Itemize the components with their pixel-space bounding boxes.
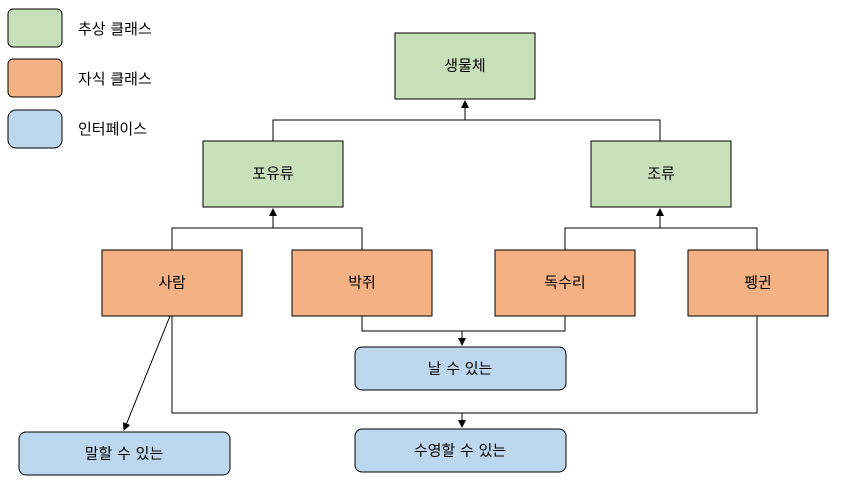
legend-item-abstract: 추상 클래스 (7, 8, 152, 48)
node-human: 사람 (101, 249, 243, 317)
connector-human-penguin (171, 316, 758, 414)
legend-item-interface: 인터페이스 (7, 109, 147, 149)
node-mammal-label: 포유류 (252, 165, 294, 183)
node-eagle: 독수리 (494, 249, 636, 317)
connector-human-bat (171, 227, 363, 250)
node-bat: 박쥐 (291, 249, 433, 317)
connector-mammal-bird (272, 119, 661, 141)
legend: 추상 클래스 자식 클래스 인터페이스 (7, 8, 152, 149)
node-eagle-label: 독수리 (544, 274, 585, 292)
connector-bat-eagle (361, 316, 566, 332)
legend-item-child: 자식 클래스 (7, 58, 152, 98)
connectors (122, 100, 758, 431)
node-can-fly: 날 수 있는 (354, 346, 567, 391)
connector-to-can-talk (122, 315, 171, 431)
legend-label-child: 자식 클래스 (78, 70, 152, 88)
connector-eagle-penguin (564, 227, 758, 250)
node-can-fly-label: 날 수 있는 (428, 360, 493, 378)
node-can-swim-label: 수영할 수 있는 (414, 442, 507, 460)
legend-swatch-interface (7, 109, 63, 149)
legend-label-interface: 인터페이스 (78, 120, 147, 138)
node-mammal: 포유류 (202, 140, 344, 208)
node-organism-label: 생물체 (444, 57, 485, 75)
node-bird-label: 조류 (647, 165, 675, 183)
legend-swatch-abstract (7, 8, 63, 48)
node-human-label: 사람 (158, 274, 186, 292)
node-bat-label: 박쥐 (348, 274, 376, 292)
node-can-talk-label: 말할 수 있는 (85, 445, 164, 463)
legend-swatch-child (7, 58, 63, 98)
node-penguin-label: 펭귄 (744, 274, 772, 292)
node-can-talk: 말할 수 있는 (18, 431, 231, 476)
node-penguin: 펭귄 (687, 249, 829, 317)
legend-label-abstract: 추상 클래스 (78, 20, 152, 38)
node-organism: 생물체 (394, 32, 536, 100)
node-can-swim: 수영할 수 있는 (354, 428, 567, 473)
node-bird: 조류 (590, 140, 732, 208)
